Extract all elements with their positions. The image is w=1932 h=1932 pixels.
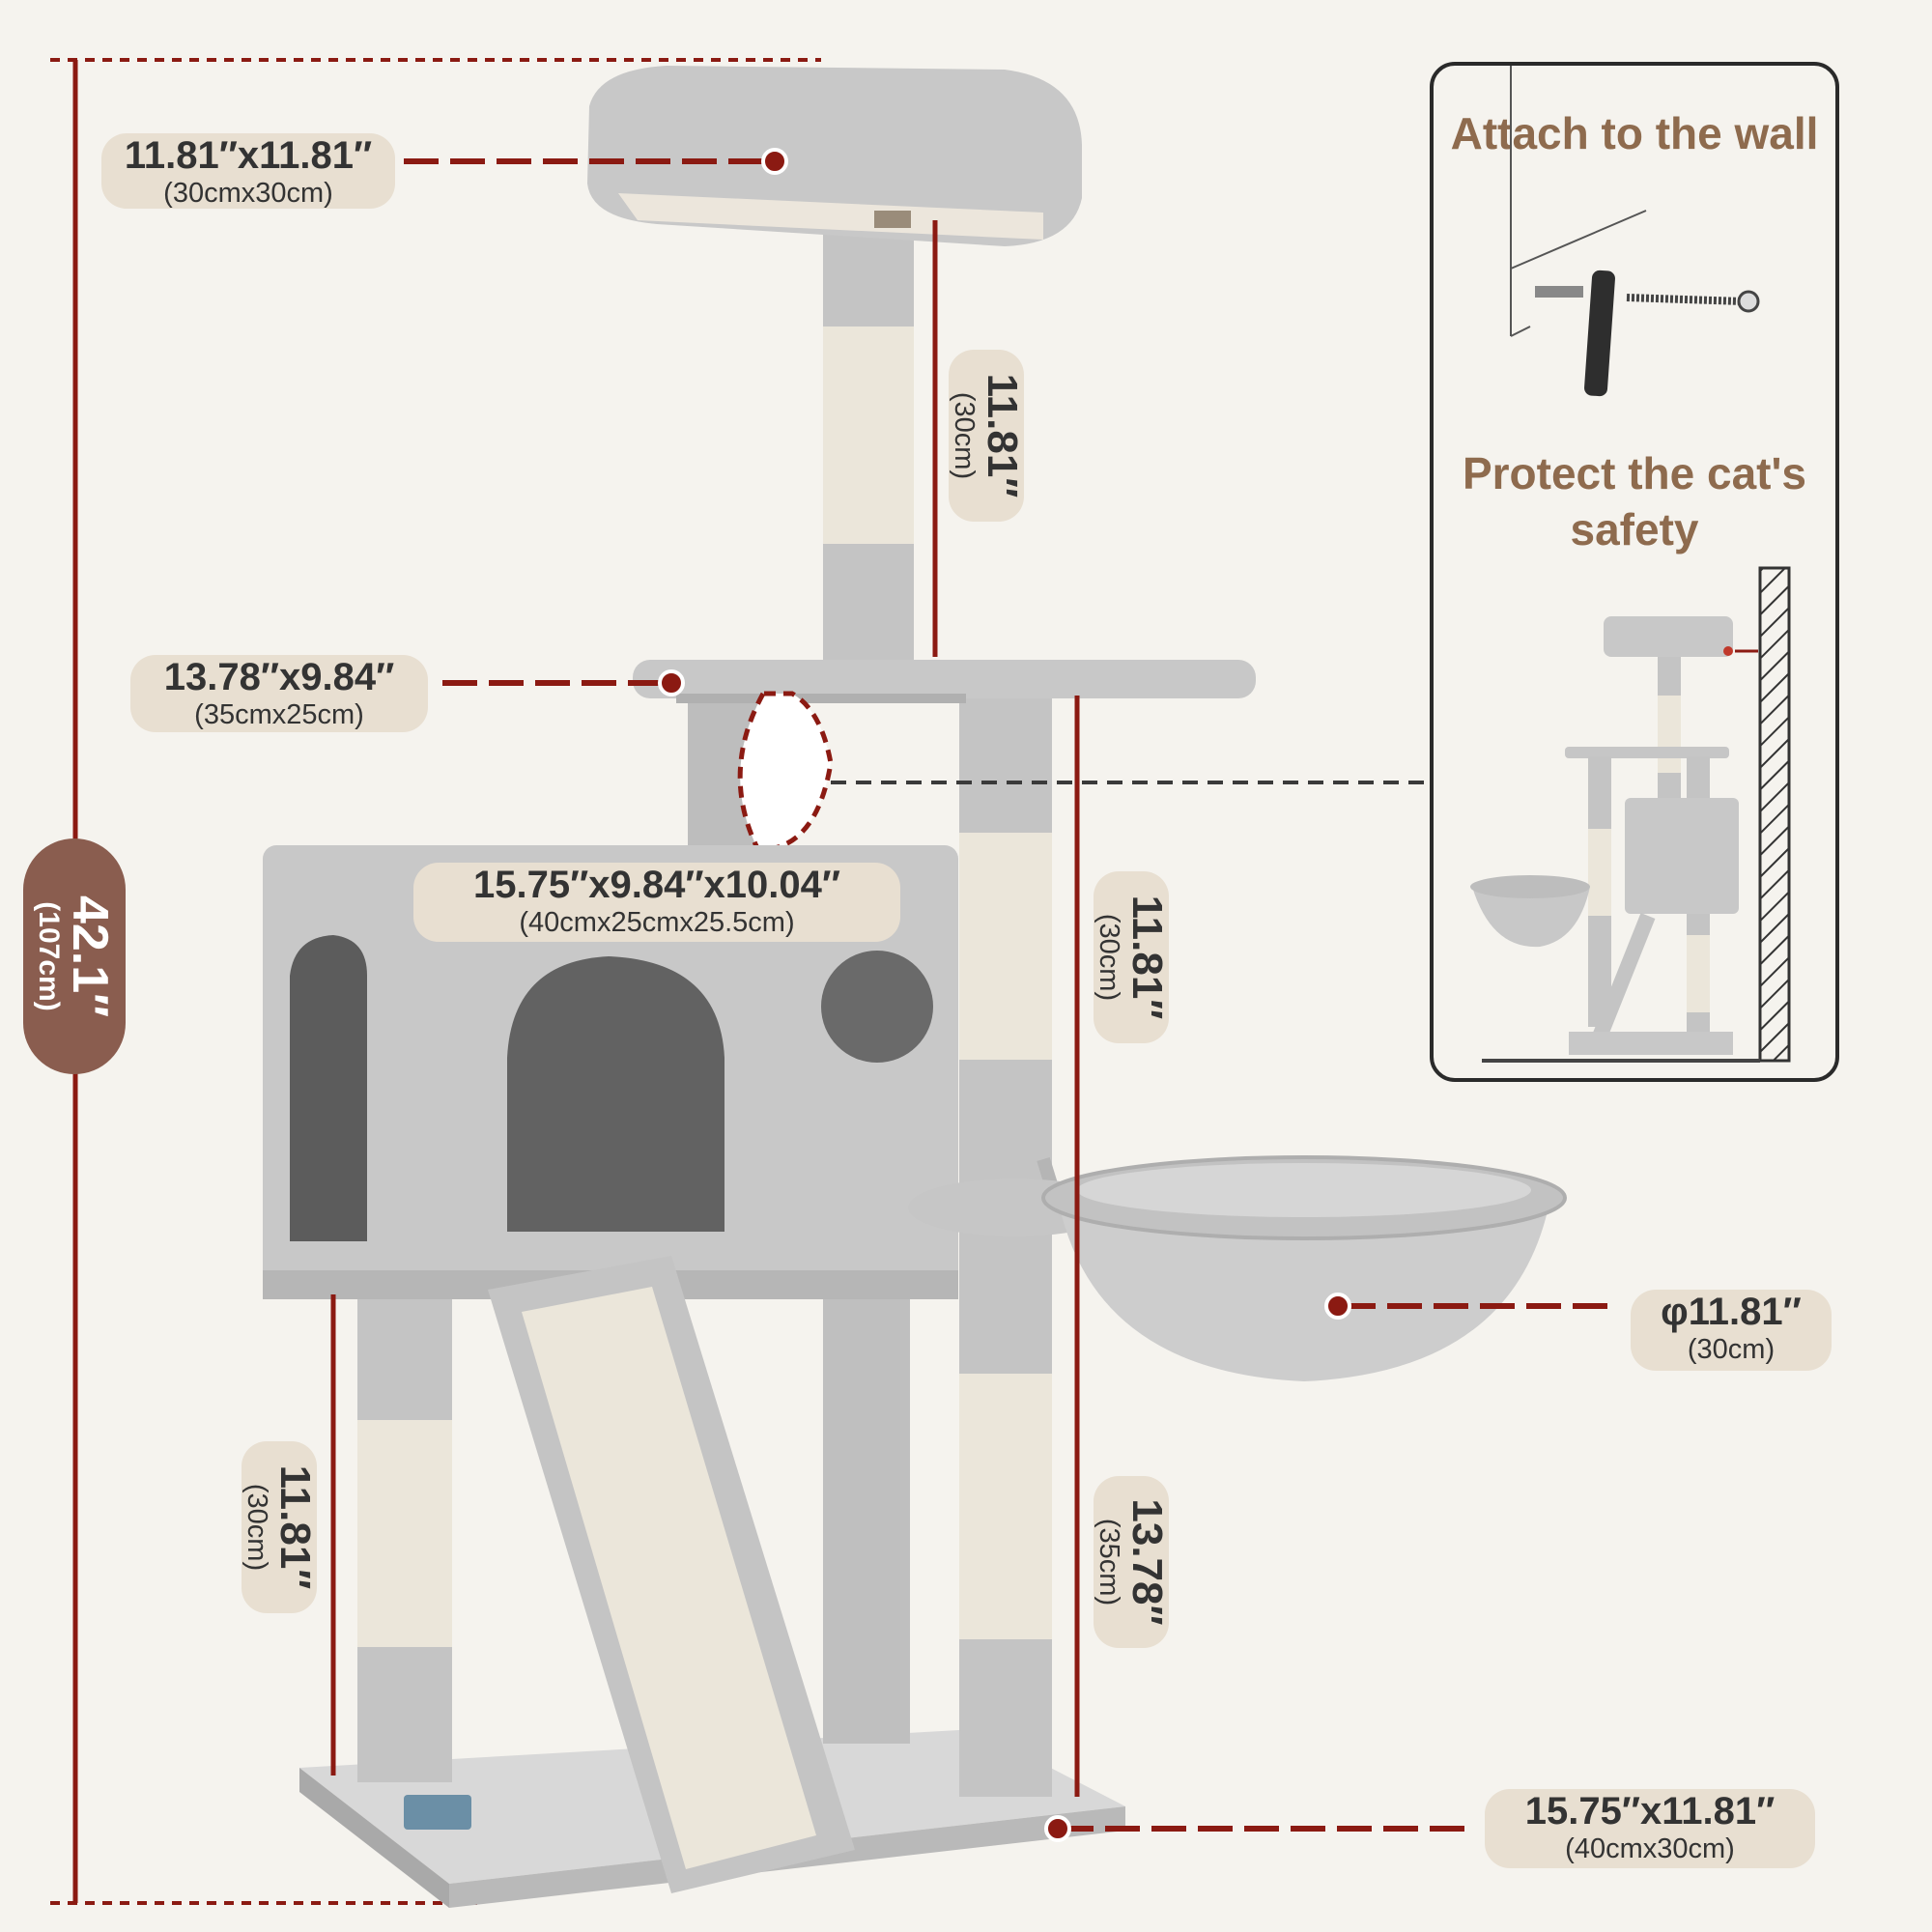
- middle-post-height-main: 11.81″: [1123, 895, 1171, 1020]
- wall-panel-subtitle-line2: safety: [1570, 504, 1699, 554]
- lower-left-height: 11.81″ (30cm): [242, 1441, 319, 1613]
- top-perch-dimension: 11.81″x11.81″ (30cmx30cm): [101, 133, 395, 209]
- posts: [357, 208, 1052, 1797]
- lower-right-height: 13.78″ (35cm): [1094, 1476, 1171, 1648]
- hammock-flap: [737, 691, 834, 853]
- height-guides: [330, 220, 1080, 1797]
- mini-cat-tree-icon: [1470, 566, 1791, 1063]
- base-dimension: 15.75″x11.81″ (40cmx30cm): [1485, 1789, 1815, 1868]
- condo-dimension: 15.75″x9.84″x10.04″ (40cmx25cmx25.5cm): [413, 863, 900, 942]
- wall-anchor-panel: Attach to the wall Protect the cat's saf…: [1430, 62, 1839, 1082]
- wall-anchor-diagram: [1470, 66, 1791, 1063]
- top-perch-dim-sub: (30cmx30cm): [163, 178, 333, 209]
- brand-tag-icon: [404, 1795, 471, 1830]
- basket: [908, 1155, 1567, 1381]
- top-perch-dim-main: 11.81″x11.81″: [124, 134, 373, 177]
- wall-panel-subtitle-line1: Protect the cat's: [1462, 448, 1807, 498]
- basket-dimension: φ11.81″ (30cm): [1631, 1290, 1832, 1371]
- upper-post-height: 11.81″ (30cm): [949, 350, 1026, 522]
- condo-dim-main: 15.75″x9.84″x10.04″: [472, 864, 841, 906]
- pointer-leaders: [404, 148, 1615, 1842]
- middle-post-height-sub: (30cm): [1094, 913, 1124, 1002]
- upper-post-height-main: 11.81″: [979, 373, 1026, 498]
- base-dim-main: 15.75″x11.81″: [1524, 1790, 1776, 1833]
- lower-right-height-sub: (35cm): [1094, 1518, 1124, 1606]
- lower-left-height-main: 11.81″: [271, 1464, 319, 1590]
- condo: [263, 845, 958, 1299]
- top-perch: [587, 66, 1082, 246]
- total-height-sub: (107cm): [33, 901, 65, 1011]
- upper-post-height-sub: (30cm): [949, 391, 980, 480]
- middle-platform: [633, 660, 1256, 703]
- middle-post-height: 11.81″ (30cm): [1094, 871, 1171, 1043]
- middle-platform-dim-main: 13.78″x9.84″: [163, 656, 395, 698]
- scratch-ramp: [488, 1256, 855, 1893]
- wall-panel-title: Attach to the wall: [1450, 108, 1819, 158]
- lower-left-height-sub: (30cm): [242, 1483, 272, 1572]
- middle-platform-dim-sub: (35cmx25cm): [194, 699, 364, 730]
- total-height-main: 42.1″: [62, 895, 118, 1018]
- middle-platform-dimension: 13.78″x9.84″ (35cmx25cm): [130, 655, 428, 732]
- condo-dim-sub: (40cmx25cmx25.5cm): [519, 907, 795, 938]
- wall-hardware-icon: [1510, 66, 1760, 397]
- base-dim-sub: (40cmx30cm): [1565, 1833, 1735, 1864]
- total-height-badge: 42.1″ (107cm): [23, 838, 126, 1074]
- lower-right-height-main: 13.78″: [1123, 1498, 1171, 1626]
- basket-dim-sub: (30cm): [1687, 1334, 1776, 1365]
- basket-dim-main: φ11.81″: [1661, 1291, 1802, 1333]
